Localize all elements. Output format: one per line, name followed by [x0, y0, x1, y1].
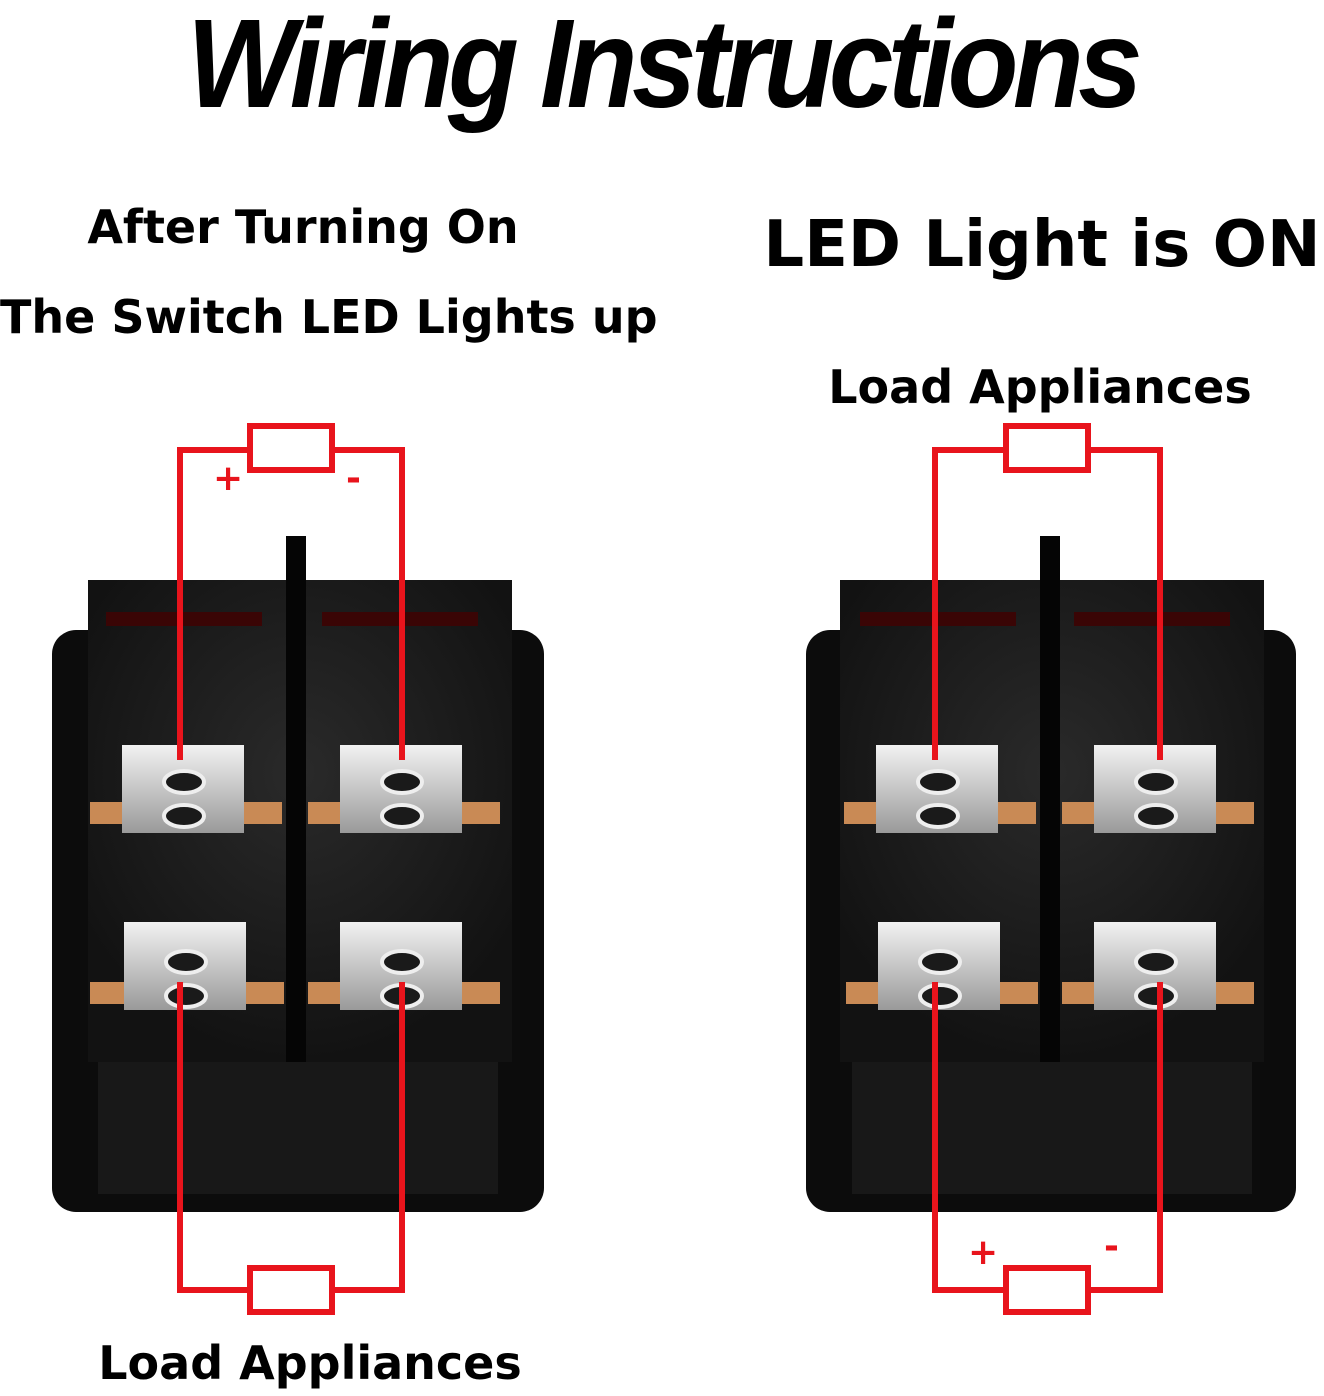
left-minus-sign: - — [346, 458, 361, 499]
right-top-wiring — [932, 423, 1163, 760]
page-title: Wiring Instructions — [186, 0, 1143, 134]
left-caption-line2: The Switch LED Lights up — [0, 290, 658, 344]
right-switch-bottom-panel — [852, 1062, 1252, 1194]
right-terminal-top-right — [1062, 745, 1254, 833]
left-top-wiring — [177, 423, 405, 760]
right-bottom-wiring — [932, 982, 1163, 1315]
right-plus-sign: + — [968, 1232, 998, 1273]
right-terminal-bottom-right — [1062, 922, 1254, 1010]
left-load-label: Load Appliances — [98, 1336, 522, 1390]
left-caption-line1: After Turning On — [87, 200, 519, 254]
right-terminal-bottom-left — [846, 922, 1038, 1010]
left-bottom-wiring — [177, 982, 405, 1315]
left-switch-divider — [286, 536, 306, 1062]
left-switch-bottom-panel — [98, 1062, 498, 1194]
right-switch — [806, 536, 1296, 1212]
right-status-label: LED Light is ON — [763, 208, 1321, 282]
right-switch-divider — [1040, 536, 1060, 1062]
left-led-indicator-1 — [106, 612, 262, 626]
right-load-label: Load Appliances — [828, 360, 1252, 414]
left-terminal-bottom-left — [90, 922, 284, 1010]
left-plus-sign: + — [213, 458, 243, 499]
right-led-indicator-2 — [1074, 612, 1230, 626]
right-minus-sign: - — [1104, 1226, 1119, 1267]
left-switch — [52, 536, 544, 1212]
